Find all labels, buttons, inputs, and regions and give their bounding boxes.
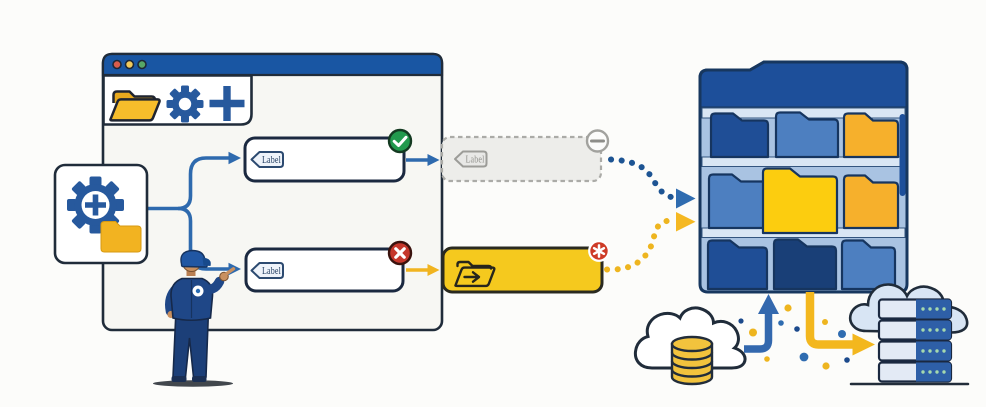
cap-brim <box>202 257 211 266</box>
add-icon <box>209 86 245 121</box>
archive-cabinet <box>698 60 909 294</box>
folder-navy <box>706 239 769 291</box>
badge-dot <box>195 288 201 294</box>
database-icon <box>670 335 714 386</box>
rule-row-box <box>243 136 406 183</box>
folder-blue <box>774 111 840 159</box>
source-card <box>53 163 149 265</box>
folder-icon <box>100 221 142 253</box>
worker-figure <box>153 249 236 387</box>
folder-dark-navy <box>772 238 838 291</box>
open-folder-icon <box>109 90 161 122</box>
dotted-arrow-blue <box>608 156 696 209</box>
rule-row-box <box>244 247 405 293</box>
cabinet-header <box>698 60 909 110</box>
asterisk-badge <box>588 240 610 262</box>
worker-right-arm <box>198 276 225 295</box>
folder-amber <box>842 112 900 159</box>
cabinet-folders <box>706 111 900 291</box>
cross-icon <box>394 247 406 259</box>
titlebar-buttons <box>112 59 147 70</box>
cabinet-shelf-1 <box>701 156 906 167</box>
server-unit <box>877 361 953 383</box>
tag-label: Label <box>262 265 281 277</box>
asterisk-icon <box>592 244 606 258</box>
tag-shape-grey <box>454 150 488 168</box>
up-arrow-blue <box>744 294 779 353</box>
led-lights <box>921 307 946 311</box>
folder-blue <box>840 239 897 291</box>
worker-shoe <box>192 376 207 382</box>
cabinet-scrollbar <box>899 114 906 196</box>
tag-label-grey: Label <box>466 154 485 166</box>
tag-shape <box>250 151 284 168</box>
zoom-button <box>137 59 147 70</box>
server-unit <box>877 340 953 362</box>
tag-label: Label <box>262 154 281 166</box>
worker-shoe <box>171 376 187 382</box>
window-titlebar <box>101 52 444 77</box>
rule-row-rejected: Label <box>244 240 413 293</box>
led-lights <box>921 328 946 332</box>
bent-arrow-yellow <box>805 292 875 356</box>
check-icon <box>392 135 408 147</box>
close-button <box>112 59 122 70</box>
removed-box <box>440 135 603 183</box>
folder-amber <box>842 174 900 230</box>
folder-yellow-highlight <box>761 167 839 235</box>
gear-add-icon <box>67 176 124 234</box>
folder-navy <box>709 112 770 159</box>
folder-blue <box>707 173 770 230</box>
removed-item: Label <box>440 129 610 183</box>
gear-icon <box>166 85 204 123</box>
moved-item <box>441 240 610 294</box>
branch-up-arrowhead <box>228 151 241 165</box>
server-unit <box>877 319 953 341</box>
cloud-database <box>633 306 747 386</box>
rule-row-approved: Label <box>243 128 413 183</box>
server-rack <box>849 298 970 386</box>
worker-pointing-finger <box>223 267 236 277</box>
arrow-row1-out <box>406 154 440 166</box>
minimize-button <box>124 59 135 70</box>
led-lights <box>921 349 946 353</box>
minus-badge <box>585 129 610 153</box>
cross-badge <box>387 240 413 266</box>
server-unit <box>877 298 953 320</box>
dotted-arrow-yellow <box>604 212 696 273</box>
scatter-dots <box>738 304 850 370</box>
worker-shadow <box>153 380 233 387</box>
led-lights <box>921 370 946 374</box>
check-badge <box>387 128 413 154</box>
tag-shape <box>250 262 284 279</box>
folder-move-icon <box>454 260 496 288</box>
moved-box <box>441 246 604 294</box>
arrow-row2-out <box>406 264 440 276</box>
